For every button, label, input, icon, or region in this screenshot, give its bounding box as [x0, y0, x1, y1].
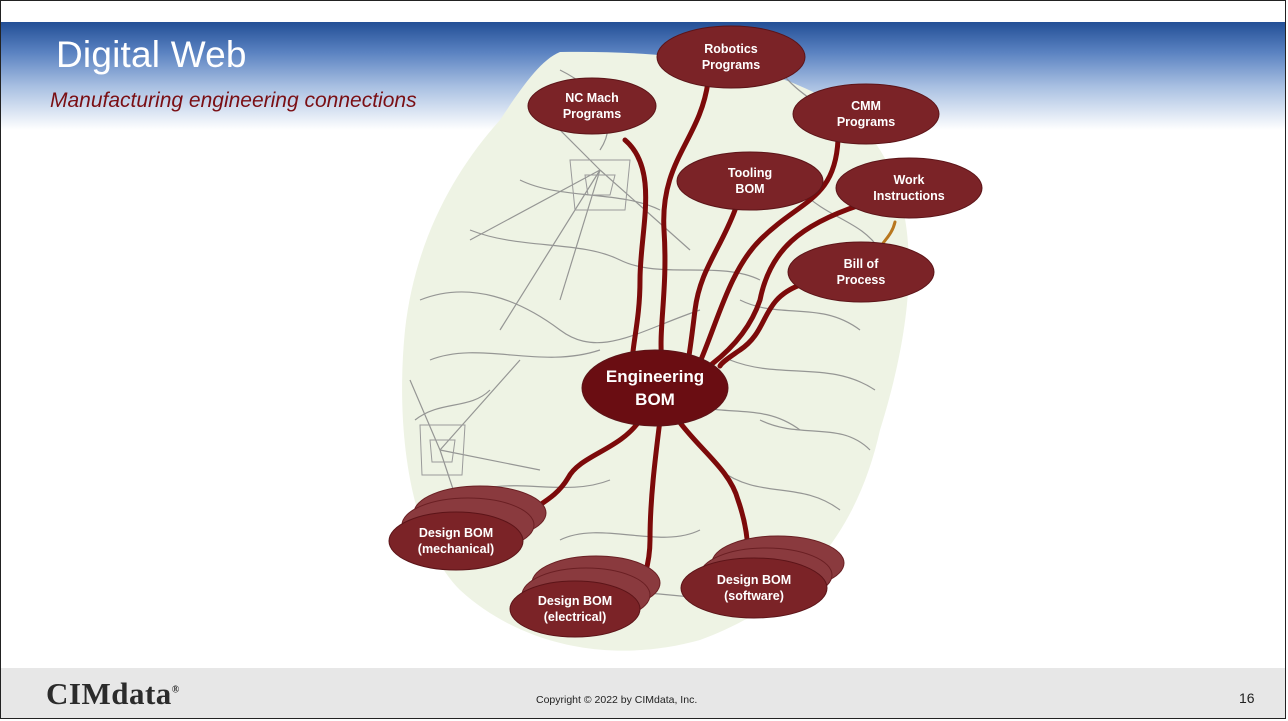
web-spiral	[429, 439, 456, 463]
connector-work-instructions	[709, 202, 863, 367]
web-strand	[429, 349, 601, 361]
footer-bar	[1, 668, 1286, 719]
web-radial-line	[439, 449, 541, 471]
cmm-label: CMM Programs	[836, 99, 896, 129]
robotics-node	[656, 25, 806, 89]
design-elec-label: Design BOM (electrical)	[537, 594, 613, 624]
web-radial-line	[559, 169, 601, 301]
connector-tooling	[685, 207, 738, 365]
work-instructions-node	[835, 157, 983, 219]
cimdata-logo: CIMdata®	[46, 676, 180, 712]
slide-subtitle: Manufacturing engineering connections	[50, 89, 417, 112]
engineering-bom-node	[581, 349, 729, 427]
web-radial-line	[439, 359, 521, 451]
design-elec-node	[509, 580, 641, 638]
copyright-notice: Copyright © 2022 by CIMdata, Inc.	[536, 694, 698, 706]
page-number: 16	[1239, 690, 1255, 706]
connector-nc-mach	[622, 137, 649, 368]
design-soft-node	[680, 557, 828, 619]
engineering-bom-label: Engineering BOM	[605, 367, 705, 409]
connector-bill-of-process	[717, 282, 803, 369]
robotics-label: Robotics Programs	[701, 42, 761, 72]
slide-title: Digital Web	[56, 34, 247, 75]
web-strand	[729, 359, 876, 391]
web-strand	[559, 529, 701, 541]
web-spiral	[419, 424, 466, 476]
work-instructions-label: Work Instructions	[873, 173, 945, 203]
cmm-node	[792, 83, 940, 145]
nc-mach-node	[527, 77, 657, 135]
connector-robotics	[658, 79, 711, 365]
nc-mach-label: NC Mach Programs	[562, 91, 622, 121]
logo-registered-mark: ®	[171, 684, 180, 696]
web-spiral	[584, 174, 616, 196]
tooling-node	[676, 151, 824, 211]
bill-of-process-label: Bill of Process	[836, 257, 886, 287]
web-strand	[739, 299, 861, 331]
web-strand	[414, 389, 491, 421]
node-shapes	[388, 25, 983, 638]
logo-text: CIMdata	[46, 676, 172, 711]
web-spiral	[569, 159, 631, 211]
web-strand	[469, 229, 761, 281]
design-soft-label: Design BOM (software)	[716, 573, 792, 603]
connector-cmm	[697, 137, 841, 365]
connector-lines	[517, 79, 897, 603]
design-mech-node	[388, 511, 524, 571]
web-radial-line	[499, 169, 601, 331]
web-strand	[719, 469, 841, 511]
tooling-label: Tooling BOM	[727, 166, 773, 196]
web-radial-line	[409, 379, 441, 451]
web-strand	[759, 419, 871, 451]
bill-of-process-node	[787, 241, 935, 303]
web-radial-line	[469, 169, 601, 241]
design-mech-label: Design BOM (mechanical)	[417, 526, 495, 556]
web-strand	[419, 291, 701, 344]
connector-design-soft	[675, 417, 751, 559]
